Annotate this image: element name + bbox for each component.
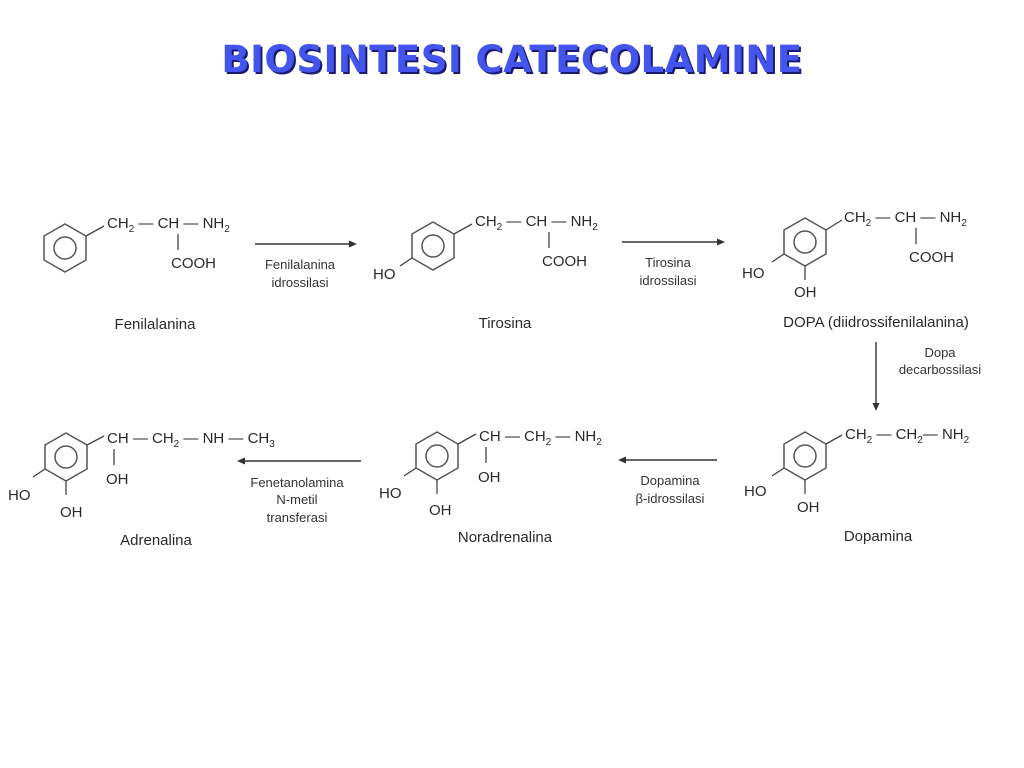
hydroxyl-group-4: OH — [794, 284, 817, 301]
compound-noradrenalina: HO OH CH — CH2 — NH2 OH Noradrenalina — [379, 428, 602, 546]
reaction-arrow-4: Dopamina β-idrossilasi — [618, 456, 717, 506]
side-chain: CH2 — CH — NH2 — [107, 215, 230, 235]
enzyme-label-line-2: β-idrossilasi — [636, 491, 705, 506]
side-chain: CH2 — CH2— NH2 — [845, 426, 970, 446]
hydroxyl-group: HO — [373, 266, 396, 283]
hydroxyl-group-4: OH — [429, 502, 452, 519]
enzyme-label-line-1: Fenilalanina — [265, 257, 336, 272]
compound-dopa: HO OH CH2 — CH — NH2 COOH DOPA (diidross… — [742, 209, 969, 331]
benzene-ring — [43, 223, 87, 273]
hydroxyl-group-3: HO — [8, 487, 31, 504]
compound-name: Tirosina — [479, 315, 532, 332]
enzyme-label-line-2: idrossilasi — [639, 273, 696, 288]
benzene-ring — [415, 431, 459, 481]
compound-name: Adrenalina — [120, 532, 192, 549]
enzyme-label-line-2: N-metil — [276, 492, 317, 507]
compound-name: DOPA (diidrossifenilalanina) — [783, 314, 969, 331]
enzyme-label-line-3: transferasi — [267, 510, 328, 525]
benzene-ring — [783, 217, 827, 267]
hydroxyl-group-3: HO — [379, 485, 402, 502]
side-chain: CH — CH2 — NH2 — [479, 428, 602, 448]
compound-dopamina: HO OH CH2 — CH2— NH2 Dopamina — [744, 426, 970, 545]
hydroxyl-group-3: HO — [744, 483, 767, 500]
side-chain: CH2 — CH — NH2 — [475, 213, 598, 233]
side-chain: CH — CH2 — NH — CH3 — [107, 430, 275, 450]
slide-title: BIOSINTESI CATECOLAMINE — [221, 38, 803, 81]
hydroxyl-group-4: OH — [60, 504, 83, 521]
hydroxyl-group-3: HO — [742, 265, 765, 282]
side-hydroxyl: OH — [478, 469, 501, 486]
compound-name: Dopamina — [844, 528, 913, 545]
enzyme-label-line-1: Fenetanolamina — [250, 475, 344, 490]
compound-name: Noradrenalina — [458, 529, 553, 546]
carboxyl-group: COOH — [171, 255, 216, 272]
enzyme-label-line-2: decarbossilasi — [899, 362, 981, 377]
reaction-arrow-5: Fenetanolamina N-metil transferasi — [237, 457, 361, 525]
enzyme-label-line-2: idrossilasi — [271, 275, 328, 290]
enzyme-label-line-1: Dopamina — [640, 473, 700, 488]
reaction-arrow-2: Tirosina idrossilasi — [622, 238, 725, 288]
benzene-ring — [44, 432, 88, 482]
side-chain: CH2 — CH — NH2 — [844, 209, 967, 229]
compound-fenilalanina: CH2 — CH — NH2 COOH Fenilalanina — [43, 215, 230, 333]
enzyme-label-line-1: Dopa — [924, 345, 956, 360]
carboxyl-group: COOH — [542, 253, 587, 270]
side-hydroxyl: OH — [106, 471, 129, 488]
benzene-ring — [411, 221, 455, 271]
enzyme-label-line-1: Tirosina — [645, 255, 692, 270]
hydroxyl-group-4: OH — [797, 499, 820, 516]
compound-adrenalina: HO OH CH — CH2 — NH — CH3 OH Adrenalina — [8, 430, 275, 549]
reaction-arrow-3: Dopa decarbossilasi — [872, 342, 981, 411]
compound-name: Fenilalanina — [115, 316, 197, 333]
carboxyl-group: COOH — [909, 249, 954, 266]
compound-tirosina: HO CH2 — CH — NH2 COOH Tirosina — [373, 213, 598, 332]
reaction-arrow-1: Fenilalanina idrossilasi — [255, 240, 357, 290]
benzene-ring — [783, 431, 827, 481]
